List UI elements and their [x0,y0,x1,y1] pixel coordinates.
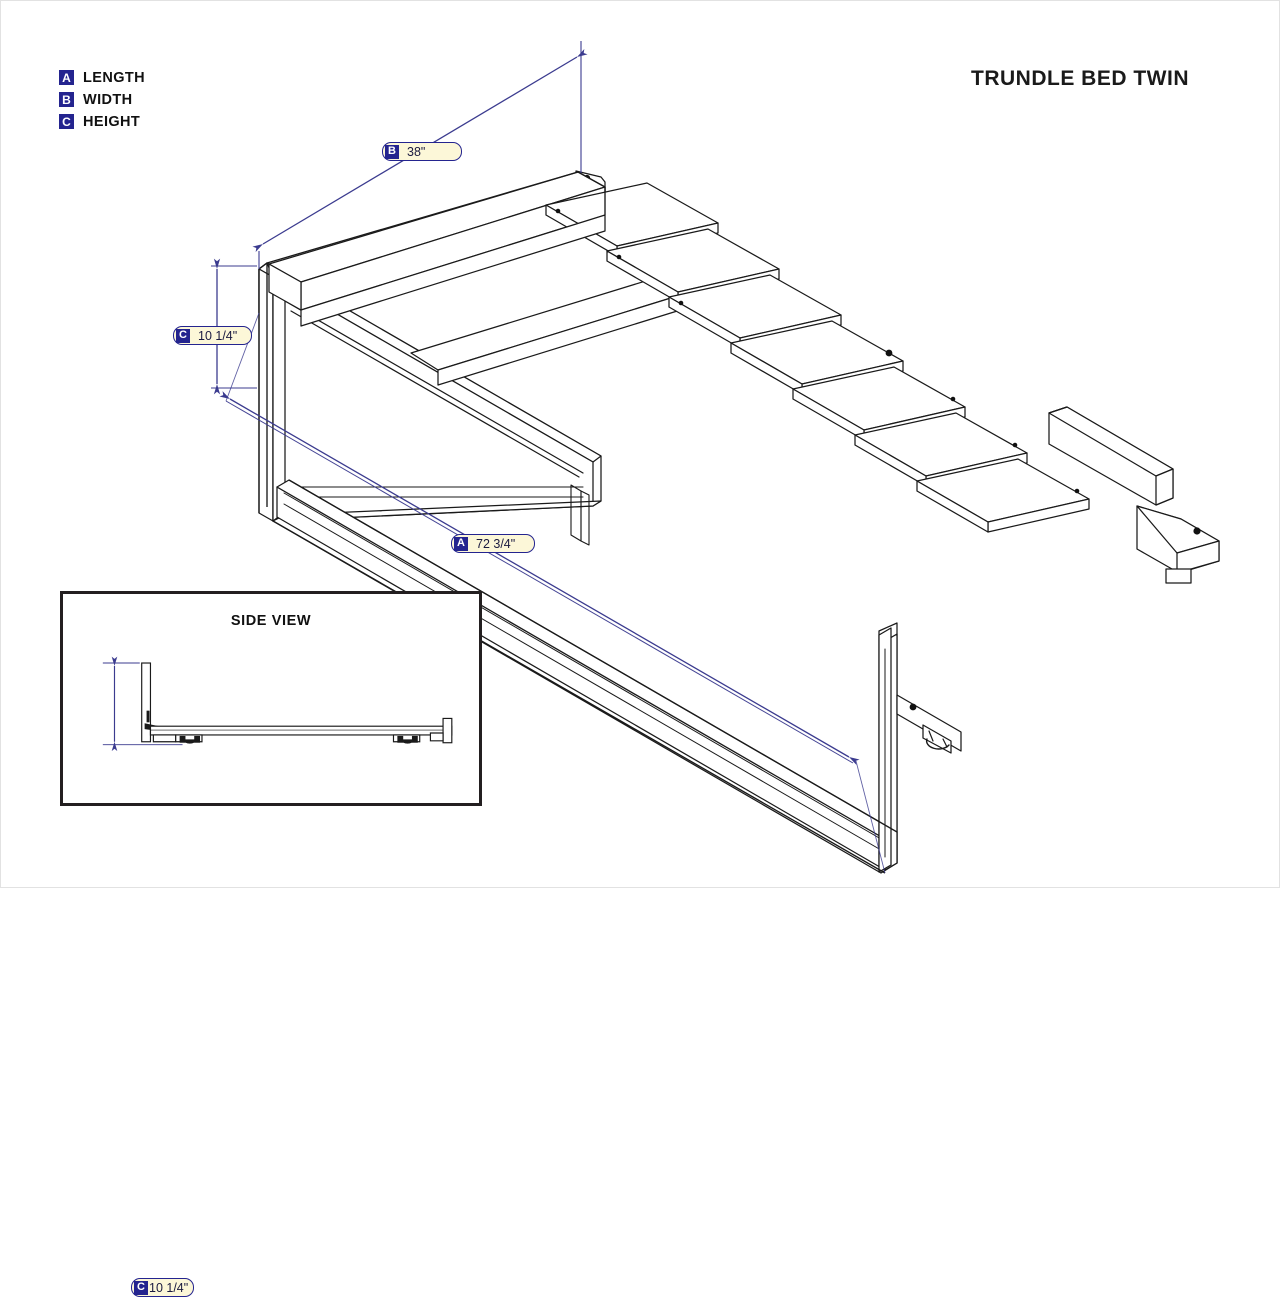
legend-label-length: LENGTH [83,69,146,86]
slat-group [545,182,1090,533]
callout-value-length: 72 3/4" [476,536,516,551]
legend-item-height: C HEIGHT [59,111,145,132]
isometric-bed-drawing [211,41,1220,874]
legend-label-width: WIDTH [83,91,133,108]
side-view-panel: SIDE VIEW [60,591,482,1297]
caster-right [392,734,421,744]
badge-a: A [59,70,74,85]
foot-end-rail [1048,406,1174,506]
callout-length: A 72 3/4" [451,534,535,553]
callout-side-view-height: C 10 1/4" [131,1278,195,1297]
dimension-a-length [219,312,886,874]
callout-badge-c: C [176,328,190,343]
callout-width: B 38" [382,142,462,161]
slat [916,458,1090,533]
side-view-dimension-c [102,656,183,752]
callout-badge-a: A [454,536,468,551]
side-view-drawing [102,656,453,752]
legend-label-height: HEIGHT [83,113,141,130]
badge-b: B [59,92,74,107]
callout-value-height: 10 1/4" [198,328,238,343]
page-title: TRUNDLE BED TWIN [971,67,1189,90]
callout-height: C 10 1/4" [173,326,252,345]
foot-corner-block [1136,505,1220,584]
callout-value-c-side: 10 1/4" [149,1280,189,1295]
side-view-geometry [141,662,453,744]
callout-value-width: 38" [407,144,426,159]
legend-item-width: B WIDTH [59,89,145,110]
dimension-legend: A LENGTH B WIDTH C HEIGHT [59,67,145,133]
badge-c: C [59,114,74,129]
caster-left [175,734,203,744]
foot-panel [878,622,898,873]
foot-caster-assembly [896,694,962,754]
callout-badge-c-side: C [134,1280,148,1295]
legend-item-length: A LENGTH [59,67,145,88]
callout-badge-b: B [385,144,399,159]
